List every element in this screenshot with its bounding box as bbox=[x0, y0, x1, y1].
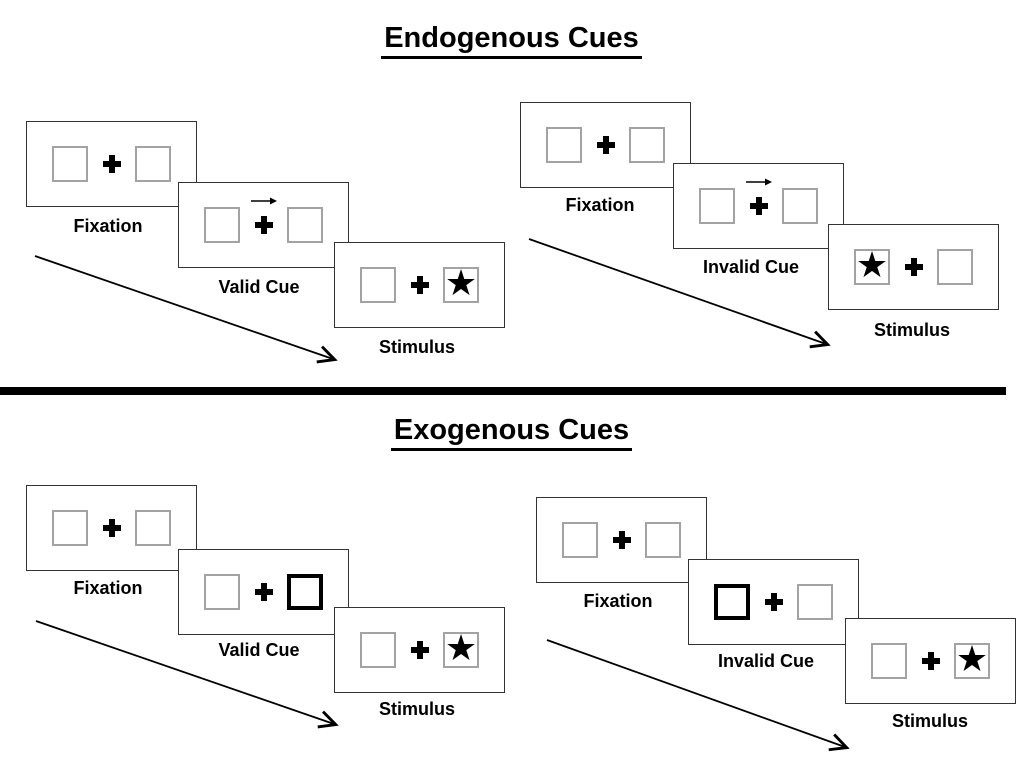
placeholder-box-right bbox=[287, 207, 323, 243]
placeholder-box-right bbox=[629, 127, 665, 163]
highlighted-box-left bbox=[714, 584, 750, 620]
fixation-label: Fixation bbox=[565, 195, 635, 215]
exogenous-invalid-cue-screen bbox=[688, 559, 859, 645]
fixation-cross-icon bbox=[102, 155, 121, 173]
cue-label: Invalid Cue bbox=[702, 257, 800, 277]
fixation-cross-icon bbox=[764, 593, 783, 611]
fixation-cross-icon bbox=[904, 258, 923, 276]
fixation-screen bbox=[536, 497, 707, 583]
stimulus-label: Stimulus bbox=[378, 337, 455, 357]
fixation-label: Fixation bbox=[73, 216, 143, 236]
placeholder-box-right bbox=[135, 510, 171, 546]
target-box-left: ★ bbox=[854, 244, 890, 285]
placeholder-box-left bbox=[546, 127, 582, 163]
endogenous-section-title: Endogenous Cues bbox=[0, 22, 1023, 59]
stimulus-screen: ★ bbox=[828, 224, 999, 310]
placeholder-box-left bbox=[360, 267, 396, 303]
fixation-cross-icon bbox=[410, 641, 429, 659]
target-box-right: ★ bbox=[443, 262, 479, 303]
fixation-screen bbox=[26, 121, 197, 207]
fixation-cross-icon bbox=[254, 583, 273, 601]
placeholder-box-left bbox=[360, 632, 396, 668]
endogenous-invalid-cue-screen bbox=[673, 163, 844, 249]
right-arrow-icon bbox=[745, 178, 772, 186]
stimulus-label: Stimulus bbox=[891, 711, 968, 731]
fixation-label: Fixation bbox=[583, 591, 653, 611]
placeholder-box-right bbox=[937, 249, 973, 285]
fixation-screen bbox=[520, 102, 691, 188]
stimulus-screen: ★ bbox=[845, 618, 1016, 704]
stimulus-screen: ★ bbox=[334, 242, 505, 328]
star-icon: ★ bbox=[444, 262, 478, 303]
stimulus-label: Stimulus bbox=[873, 320, 950, 340]
fixation-cross-icon bbox=[410, 276, 429, 294]
star-icon: ★ bbox=[444, 627, 478, 668]
fixation-cross-icon bbox=[749, 197, 768, 215]
target-box-right: ★ bbox=[954, 638, 990, 679]
fixation-label: Fixation bbox=[73, 578, 143, 598]
time-arrow bbox=[34, 255, 338, 364]
placeholder-box-left bbox=[52, 510, 88, 546]
endogenous-valid-cue-screen bbox=[178, 182, 349, 268]
placeholder-box-right bbox=[645, 522, 681, 558]
exogenous-title-text: Exogenous Cues bbox=[390, 414, 633, 451]
placeholder-box-left bbox=[562, 522, 598, 558]
fixation-cross-icon bbox=[921, 652, 940, 670]
time-arrow bbox=[35, 620, 339, 729]
star-icon: ★ bbox=[955, 638, 989, 679]
fixation-cross-icon bbox=[612, 531, 631, 549]
star-icon: ★ bbox=[855, 244, 889, 285]
target-box-right: ★ bbox=[443, 627, 479, 668]
section-divider bbox=[0, 387, 1006, 395]
placeholder-box-left bbox=[699, 188, 735, 224]
stimulus-screen: ★ bbox=[334, 607, 505, 693]
fixation-cross-icon bbox=[102, 519, 121, 537]
placeholder-box-right bbox=[135, 146, 171, 182]
cue-label: Valid Cue bbox=[218, 277, 300, 297]
time-arrow bbox=[528, 238, 831, 349]
exogenous-valid-cue-screen bbox=[178, 549, 349, 635]
placeholder-box-left bbox=[204, 207, 240, 243]
fixation-cross-icon bbox=[254, 216, 273, 234]
cue-label: Invalid Cue bbox=[717, 651, 815, 671]
exogenous-section-title: Exogenous Cues bbox=[0, 414, 1023, 451]
stimulus-label: Stimulus bbox=[378, 699, 455, 719]
cue-label: Valid Cue bbox=[218, 640, 300, 660]
placeholder-box-right bbox=[797, 584, 833, 620]
placeholder-box-left bbox=[871, 643, 907, 679]
fixation-screen bbox=[26, 485, 197, 571]
fixation-cross-icon bbox=[596, 136, 615, 154]
endogenous-title-text: Endogenous Cues bbox=[381, 22, 642, 59]
placeholder-box-right bbox=[782, 188, 818, 224]
placeholder-box-left bbox=[52, 146, 88, 182]
time-arrow bbox=[546, 639, 850, 752]
placeholder-box-left bbox=[204, 574, 240, 610]
highlighted-box-right bbox=[287, 574, 323, 610]
right-arrow-icon bbox=[250, 197, 277, 205]
